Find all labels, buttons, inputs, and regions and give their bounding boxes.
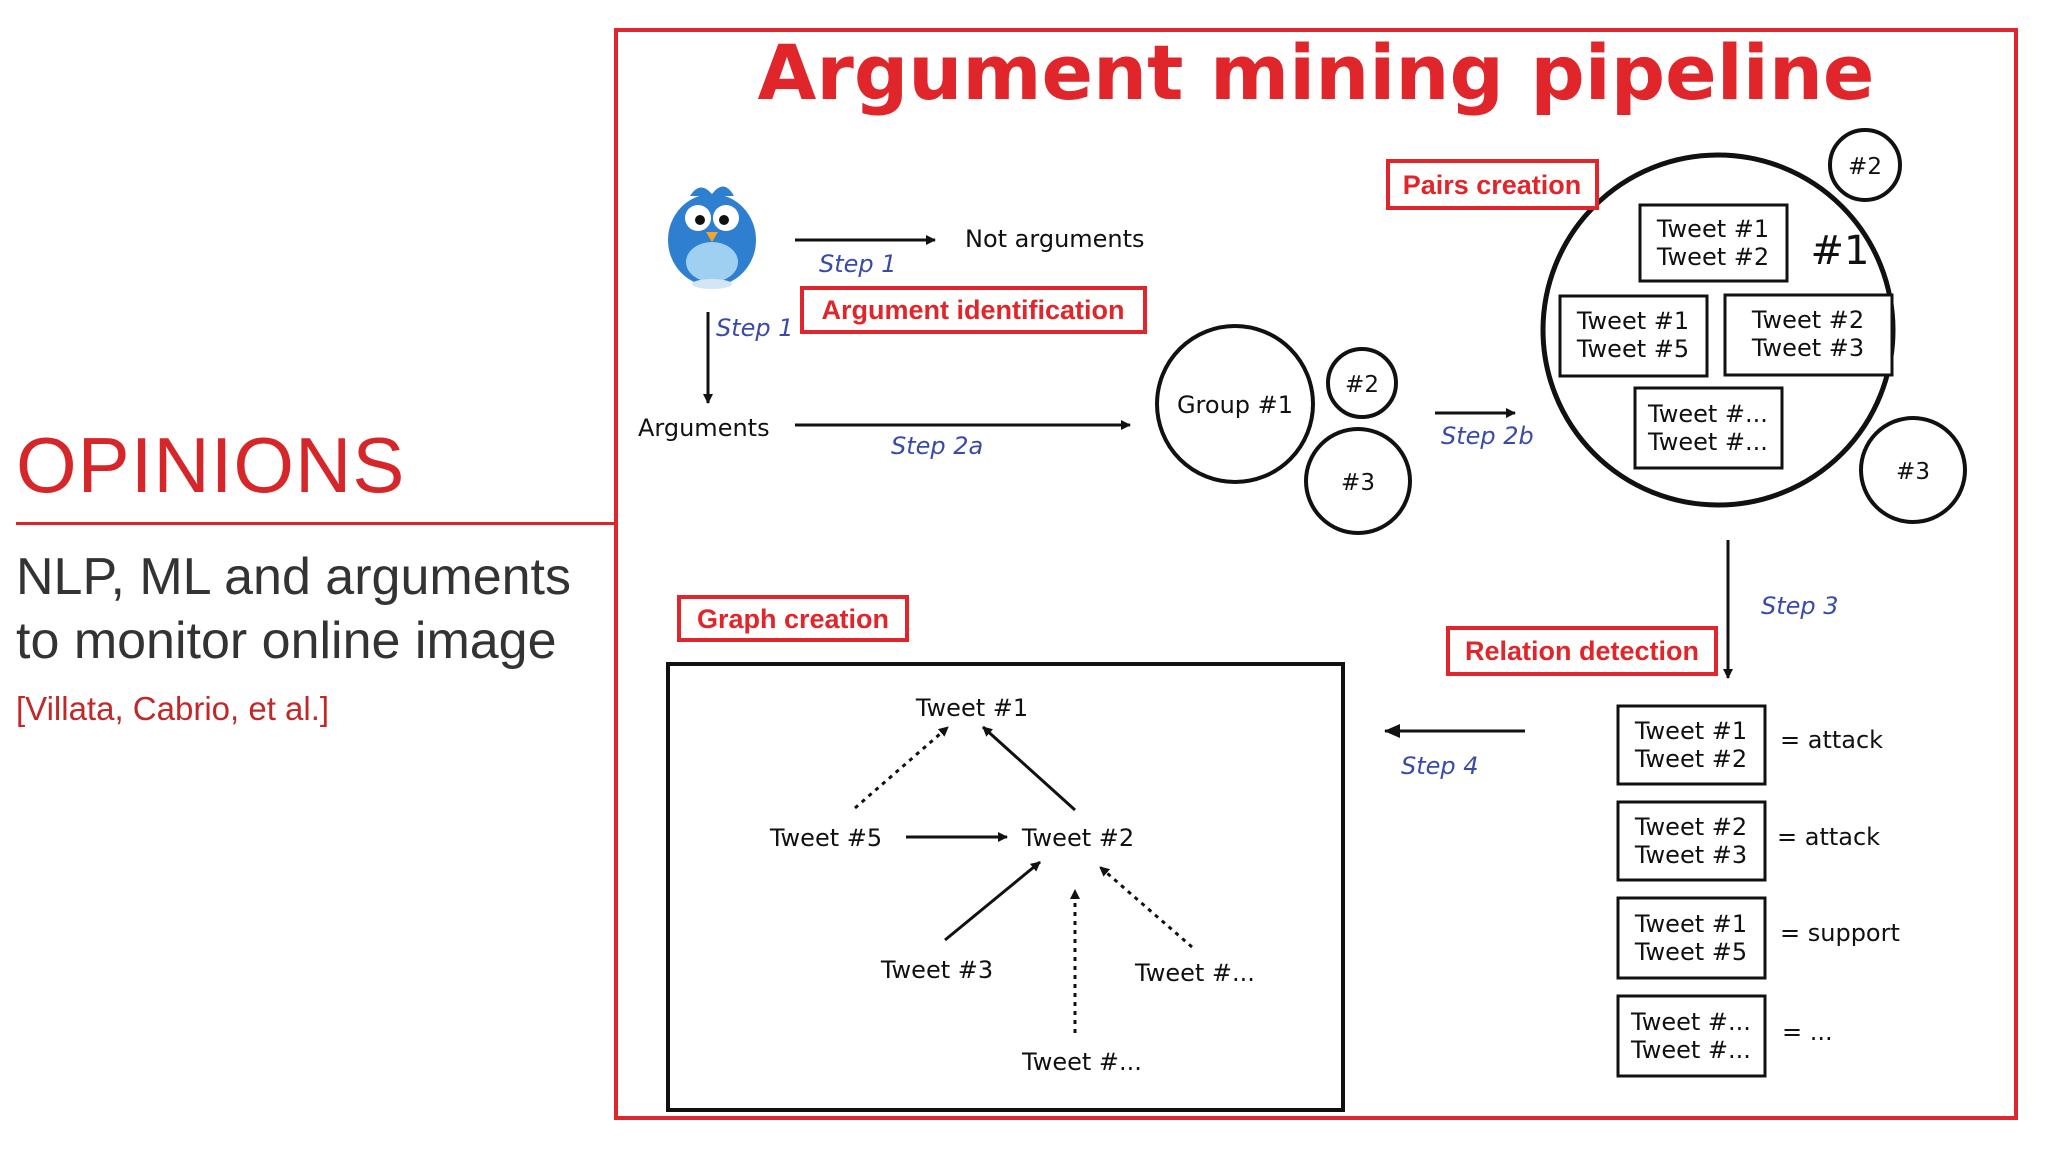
- group2-label: #2: [1345, 372, 1379, 398]
- step3-label: Step 3: [1761, 592, 1839, 620]
- relation-label: = support: [1780, 919, 1900, 947]
- argument-identification-label: Argument identification: [822, 295, 1125, 325]
- relation-line: Tweet #3: [1634, 841, 1747, 869]
- not-arguments-label: Not arguments: [965, 225, 1145, 253]
- diagram-frame: [614, 28, 2018, 1120]
- pair-line: Tweet #3: [1751, 334, 1864, 362]
- relation-detection-label: Relation detection: [1465, 636, 1699, 666]
- graph-creation-label: Graph creation: [697, 604, 889, 634]
- pair-line: Tweet #1: [1656, 215, 1769, 243]
- slide-title: OPINIONS: [16, 421, 406, 509]
- pairs-creation-label: Pairs creation: [1403, 170, 1582, 200]
- relation-line: Tweet #1: [1634, 717, 1747, 745]
- diagram-title: Argument mining pipeline: [757, 28, 1875, 117]
- group3-label: #3: [1341, 470, 1375, 496]
- step4-label: Step 4: [1401, 752, 1479, 780]
- relation-line: Tweet #2: [1634, 813, 1747, 841]
- relation-line: Tweet #2: [1634, 745, 1747, 773]
- pair-line: Tweet #2: [1751, 306, 1864, 334]
- arguments-label: Arguments: [638, 414, 770, 442]
- step1-down-label: Step 1: [716, 314, 794, 342]
- pair-line: Tweet #5: [1576, 335, 1689, 363]
- relation-line: Tweet #...: [1630, 1036, 1751, 1064]
- relation-label: = attack: [1777, 823, 1880, 851]
- twitter-bird-icon: [668, 186, 756, 289]
- step2b-label: Step 2b: [1441, 422, 1534, 450]
- subtitle-line-1: NLP, ML and arguments: [16, 548, 571, 606]
- relation-label: = ...: [1782, 1018, 1833, 1046]
- relation-line: Tweet #1: [1634, 910, 1747, 938]
- pairs-group3-label: #3: [1896, 459, 1930, 485]
- pairs-group2-label: #2: [1848, 154, 1882, 180]
- graph-node-tweet-more: Tweet #...: [1134, 959, 1255, 987]
- graph-node-tweet-more: Tweet #...: [1021, 1048, 1142, 1076]
- step2a-label: Step 2a: [891, 432, 983, 460]
- citation: [Villata, Cabrio, et al.]: [16, 690, 330, 727]
- title-divider: [16, 522, 614, 525]
- pairs-group1-label: #1: [1811, 228, 1870, 274]
- graph-node-tweet2: Tweet #2: [1021, 824, 1134, 852]
- step1-right-label: Step 1: [819, 250, 897, 278]
- relation-line: Tweet #...: [1630, 1008, 1751, 1036]
- relation-label: = attack: [1780, 726, 1883, 754]
- pair-line: Tweet #...: [1647, 428, 1768, 456]
- graph-node-tweet5: Tweet #5: [769, 824, 882, 852]
- graph-node-tweet1: Tweet #1: [915, 694, 1028, 722]
- subtitle-line-2: to monitor online image: [16, 612, 557, 670]
- graph-node-tweet3: Tweet #3: [880, 956, 993, 984]
- pair-line: Tweet #2: [1656, 243, 1769, 271]
- relation-line: Tweet #5: [1634, 938, 1747, 966]
- group1-label: Group #1: [1177, 391, 1293, 419]
- pair-line: Tweet #...: [1647, 400, 1768, 428]
- pair-line: Tweet #1: [1576, 307, 1689, 335]
- slide-subtitle: NLP, ML and arguments to monitor online …: [16, 545, 616, 673]
